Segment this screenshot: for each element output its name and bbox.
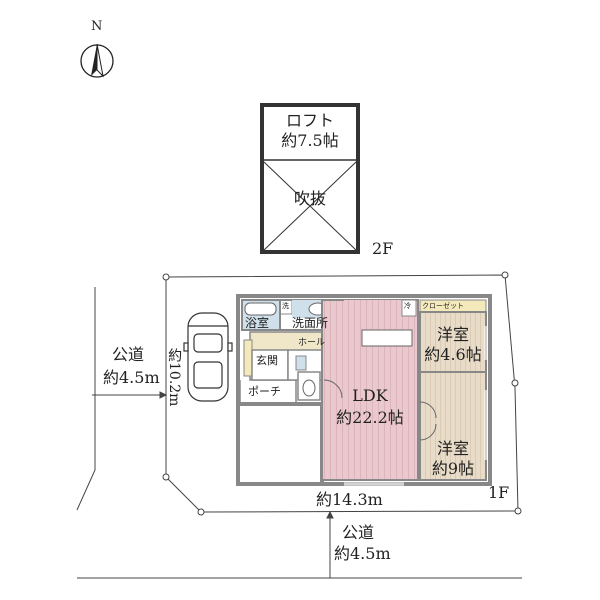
western-room-2-name: 洋室 <box>436 439 469 458</box>
floor-2f-label: 2F <box>372 239 394 258</box>
western-room-1-size: 約4.6帖 <box>424 345 482 364</box>
loft-room-size: 約7.5帖 <box>281 131 339 150</box>
room-bath: 浴室 <box>245 316 270 330</box>
road-south-name: 公道 <box>342 523 375 542</box>
floor-1f-label: 1F <box>488 483 510 502</box>
ldk-size: 約22.2帖 <box>336 408 404 427</box>
porch-label: ポーチ <box>248 385 281 398</box>
loft-plan <box>260 103 360 254</box>
road-west-width: 約4.5m <box>103 368 160 387</box>
ldk-name: LDK <box>352 386 388 405</box>
road-lines <box>76 287 522 579</box>
laundry-mark: 洗 <box>282 302 289 310</box>
loft-room-name: ロフト <box>285 111 334 130</box>
site-width-label: 約14.3m <box>316 490 383 509</box>
site-boundary <box>162 271 522 516</box>
site-depth-label: 約10.2m <box>166 348 183 407</box>
north-arrow-icon <box>80 43 114 78</box>
road-south-width: 約4.5m <box>334 544 391 563</box>
western-room-1-name: 洋室 <box>436 325 469 344</box>
western-room-2-size: 約9帖 <box>431 459 475 478</box>
fridge-mark: 冷 <box>404 302 411 310</box>
compass-label: N <box>91 19 103 34</box>
closet-label: クローゼット <box>422 302 464 310</box>
room-washroom: 洗面所 <box>292 316 329 330</box>
house-1f <box>236 294 492 486</box>
hall-label: ホール <box>298 338 326 348</box>
room-entrance: 玄関 <box>256 354 278 367</box>
car-icon <box>183 312 233 402</box>
void-label: 吹抜 <box>293 189 326 208</box>
road-west-name: 公道 <box>112 345 145 364</box>
